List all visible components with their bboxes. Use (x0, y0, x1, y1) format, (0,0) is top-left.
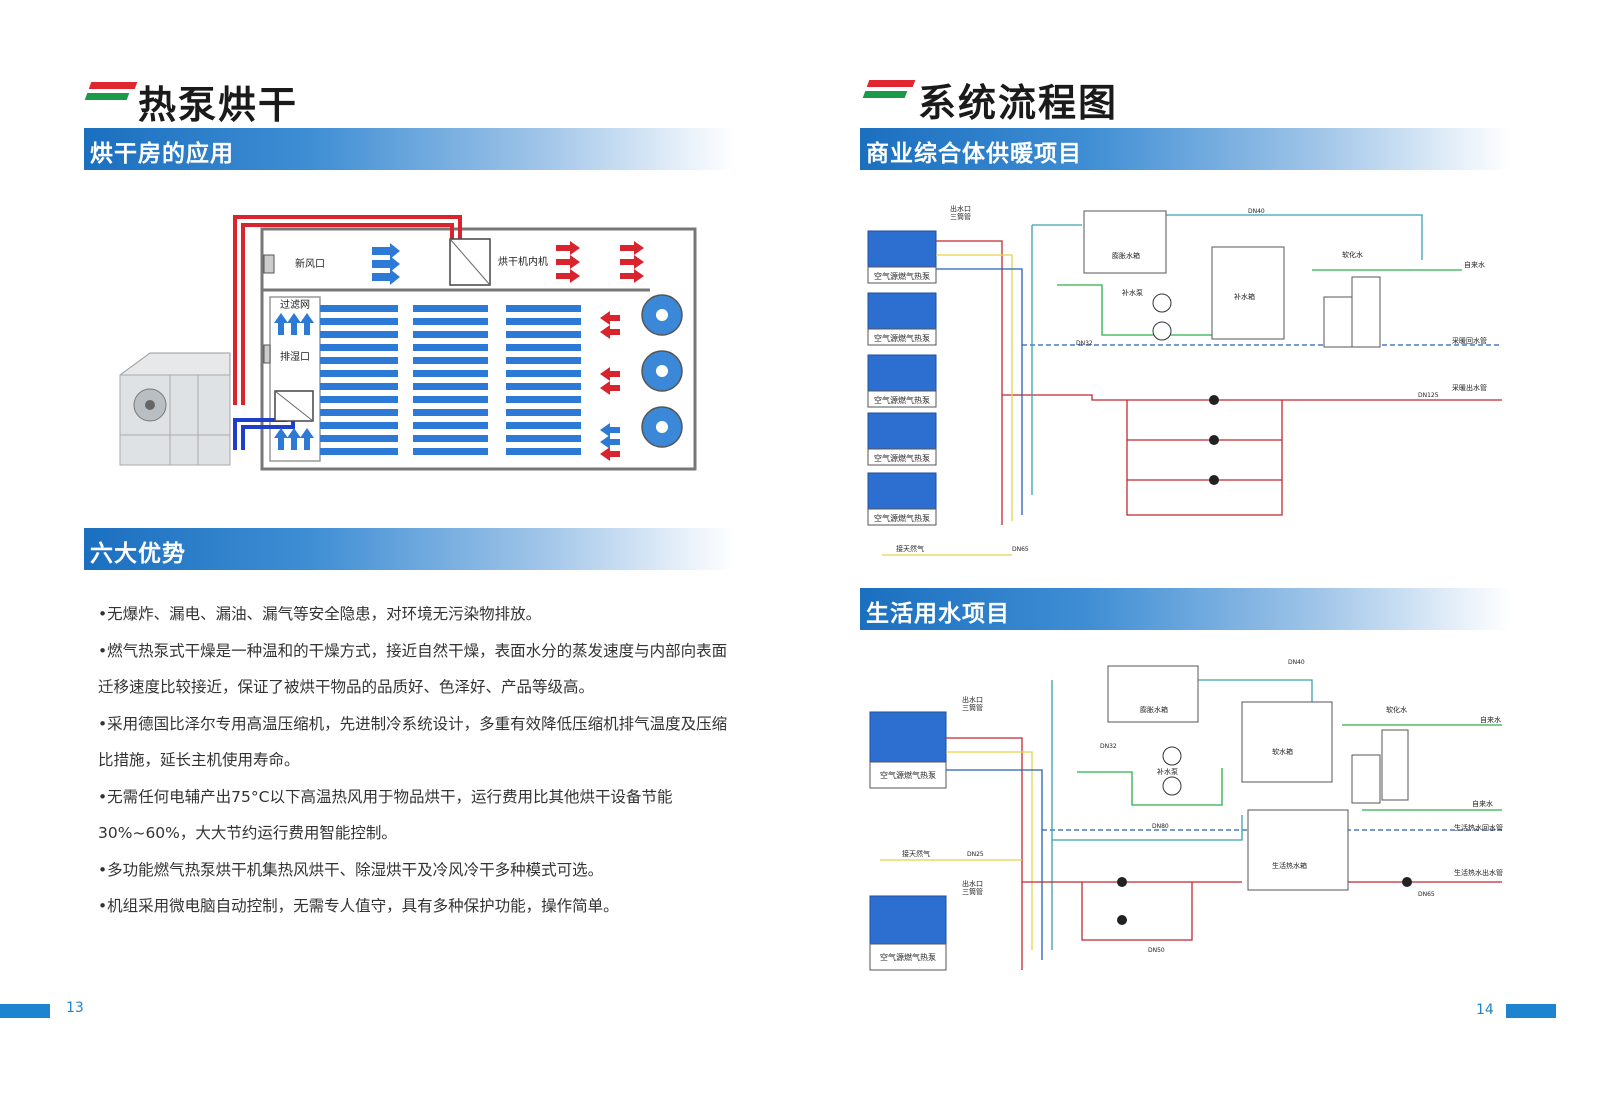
page-title: 热泵烘干 (138, 83, 299, 127)
pipe-label: 软化水 (1342, 250, 1363, 259)
pipe-label: 自来水 (1472, 799, 1493, 808)
dn-label: DN40 (1288, 659, 1305, 666)
pipe-label: 三筒管 (962, 887, 983, 896)
pipe-label: 出水口 (962, 695, 983, 704)
list-item: •多功能燃气热泵烘干机集热风烘干、除湿烘干及冷风冷干多种模式可选。 (98, 860, 604, 879)
pipe-label: 生活热水回水管 (1454, 823, 1503, 832)
list-item: •燃气热泵式干燥是一种温和的干燥方式，接近自然干燥，表面水分的蒸发速度与内部向表… (98, 641, 728, 660)
brand-logo-mark (862, 80, 916, 102)
domestic-water-flow-diagram: 空气源燃气热泵 空气源燃气热泵 膨胀水箱 软水箱 生活热水箱 软化水 自来水 自… (869, 659, 1503, 971)
dn-label: DN125 (1418, 392, 1439, 399)
label-filter: 过滤网 (280, 298, 310, 311)
section-banner-drying-room: 烘干房的应用 (84, 128, 734, 170)
list-item: 比措施，延长主机使用寿命。 (98, 751, 300, 769)
heat-pump-unit-image (119, 352, 231, 466)
pipe-label: 出水口 (950, 204, 971, 213)
list-item: •无爆炸、漏电、漏油、漏气等安全隐患，对环境无污染物排放。 (98, 605, 542, 623)
page-bar-right (1506, 1004, 1556, 1018)
pipe-label: 生活热水出水管 (1454, 868, 1503, 877)
section-banner-advantages: 六大优势 (84, 528, 734, 570)
pump-label: 补水泵 (1122, 288, 1143, 297)
tank-label: 补水箱 (1234, 292, 1255, 301)
page-bar-left (0, 1004, 50, 1018)
brand-logo-mark (84, 82, 138, 104)
heating-flow-diagram: 空气源燃气热泵 空气源燃气热泵 空气源燃气热泵 空气源燃气热泵 空气源燃气热泵 … (867, 204, 1502, 556)
pipe-label: 自来水 (1464, 260, 1485, 269)
unit-label: 空气源燃气热泵 (880, 952, 936, 962)
page-number-left: 13 (66, 1000, 84, 1016)
tank-label: 生活热水箱 (1272, 861, 1307, 870)
tank-label: 膨胀水箱 (1112, 251, 1140, 260)
section-title: 烘干房的应用 (90, 141, 234, 167)
section-title: 商业综合体供暖项目 (866, 141, 1082, 167)
dn-label: DN50 (1148, 947, 1165, 954)
section-title: 生活用水项目 (866, 601, 1010, 627)
pipe-label: 采暖回水管 (1452, 336, 1487, 345)
label-fresh-air: 新风口 (295, 257, 325, 270)
label-dryer-unit: 烘干机内机 (498, 255, 548, 268)
pipe-label: 三筒管 (950, 212, 971, 221)
unit-label: 空气源燃气热泵 (874, 453, 930, 463)
dn-label: DN32 (1100, 743, 1117, 750)
pipe-label: 出水口 (962, 879, 983, 888)
dn-label: DN40 (1248, 208, 1265, 215)
section-title: 六大优势 (90, 541, 186, 567)
pipe-label: 采暖出水管 (1452, 383, 1487, 392)
pipe-label: 接天然气 (896, 544, 924, 553)
dn-label: DN80 (1152, 823, 1169, 830)
drying-room-diagram: 新风口 烘干机内机 过滤网 排湿口 (119, 215, 697, 471)
tank-label: 软水箱 (1272, 747, 1293, 756)
advantage-list: •无爆炸、漏电、漏油、漏气等安全隐患，对环境无污染物排放。 •燃气热泵式干燥是一… (98, 596, 738, 925)
unit-label: 空气源燃气热泵 (874, 271, 930, 281)
list-item: •无需任何电辅产出75°C以下高温热风用于物品烘干，运行费用比其他烘干设备节能 (98, 787, 673, 806)
list-item: 迁移速度比较接近，保证了被烘干物品的品质好、色泽好、产品等级高。 (98, 678, 595, 696)
pipe-label: 自来水 (1480, 715, 1501, 724)
list-item: •采用德国比泽尔专用高温压缩机，先进制冷系统设计，多重有效降低压缩机排气温度及压… (98, 714, 728, 733)
unit-label: 空气源燃气热泵 (880, 770, 936, 780)
section-banner-domestic-water: 生活用水项目 (860, 588, 1510, 630)
page-number-right: 14 (1476, 1002, 1494, 1018)
pump-label: 补水泵 (1157, 767, 1178, 776)
unit-label: 空气源燃气热泵 (874, 395, 930, 405)
dn-label: DN65 (1418, 891, 1435, 898)
dn-label: DN32 (1076, 340, 1093, 347)
dn-label: DN25 (967, 851, 984, 858)
dn-label: DN65 (1012, 546, 1029, 553)
pipe-label: 接天然气 (902, 849, 930, 858)
unit-label: 空气源燃气热泵 (874, 333, 930, 343)
list-item: •机组采用微电脑自动控制，无需专人值守，具有多种保护功能，操作简单。 (98, 897, 619, 915)
pipe-label: 软化水 (1386, 705, 1407, 714)
label-dehumid: 排湿口 (280, 350, 310, 363)
tank-label: 膨胀水箱 (1140, 705, 1168, 714)
list-item: 30%~60%，大大节约运行费用智能控制。 (98, 824, 397, 842)
unit-label: 空气源燃气热泵 (874, 513, 930, 523)
page-title: 系统流程图 (918, 81, 1119, 125)
pipe-label: 三筒管 (962, 703, 983, 712)
section-banner-commercial: 商业综合体供暖项目 (860, 128, 1510, 170)
